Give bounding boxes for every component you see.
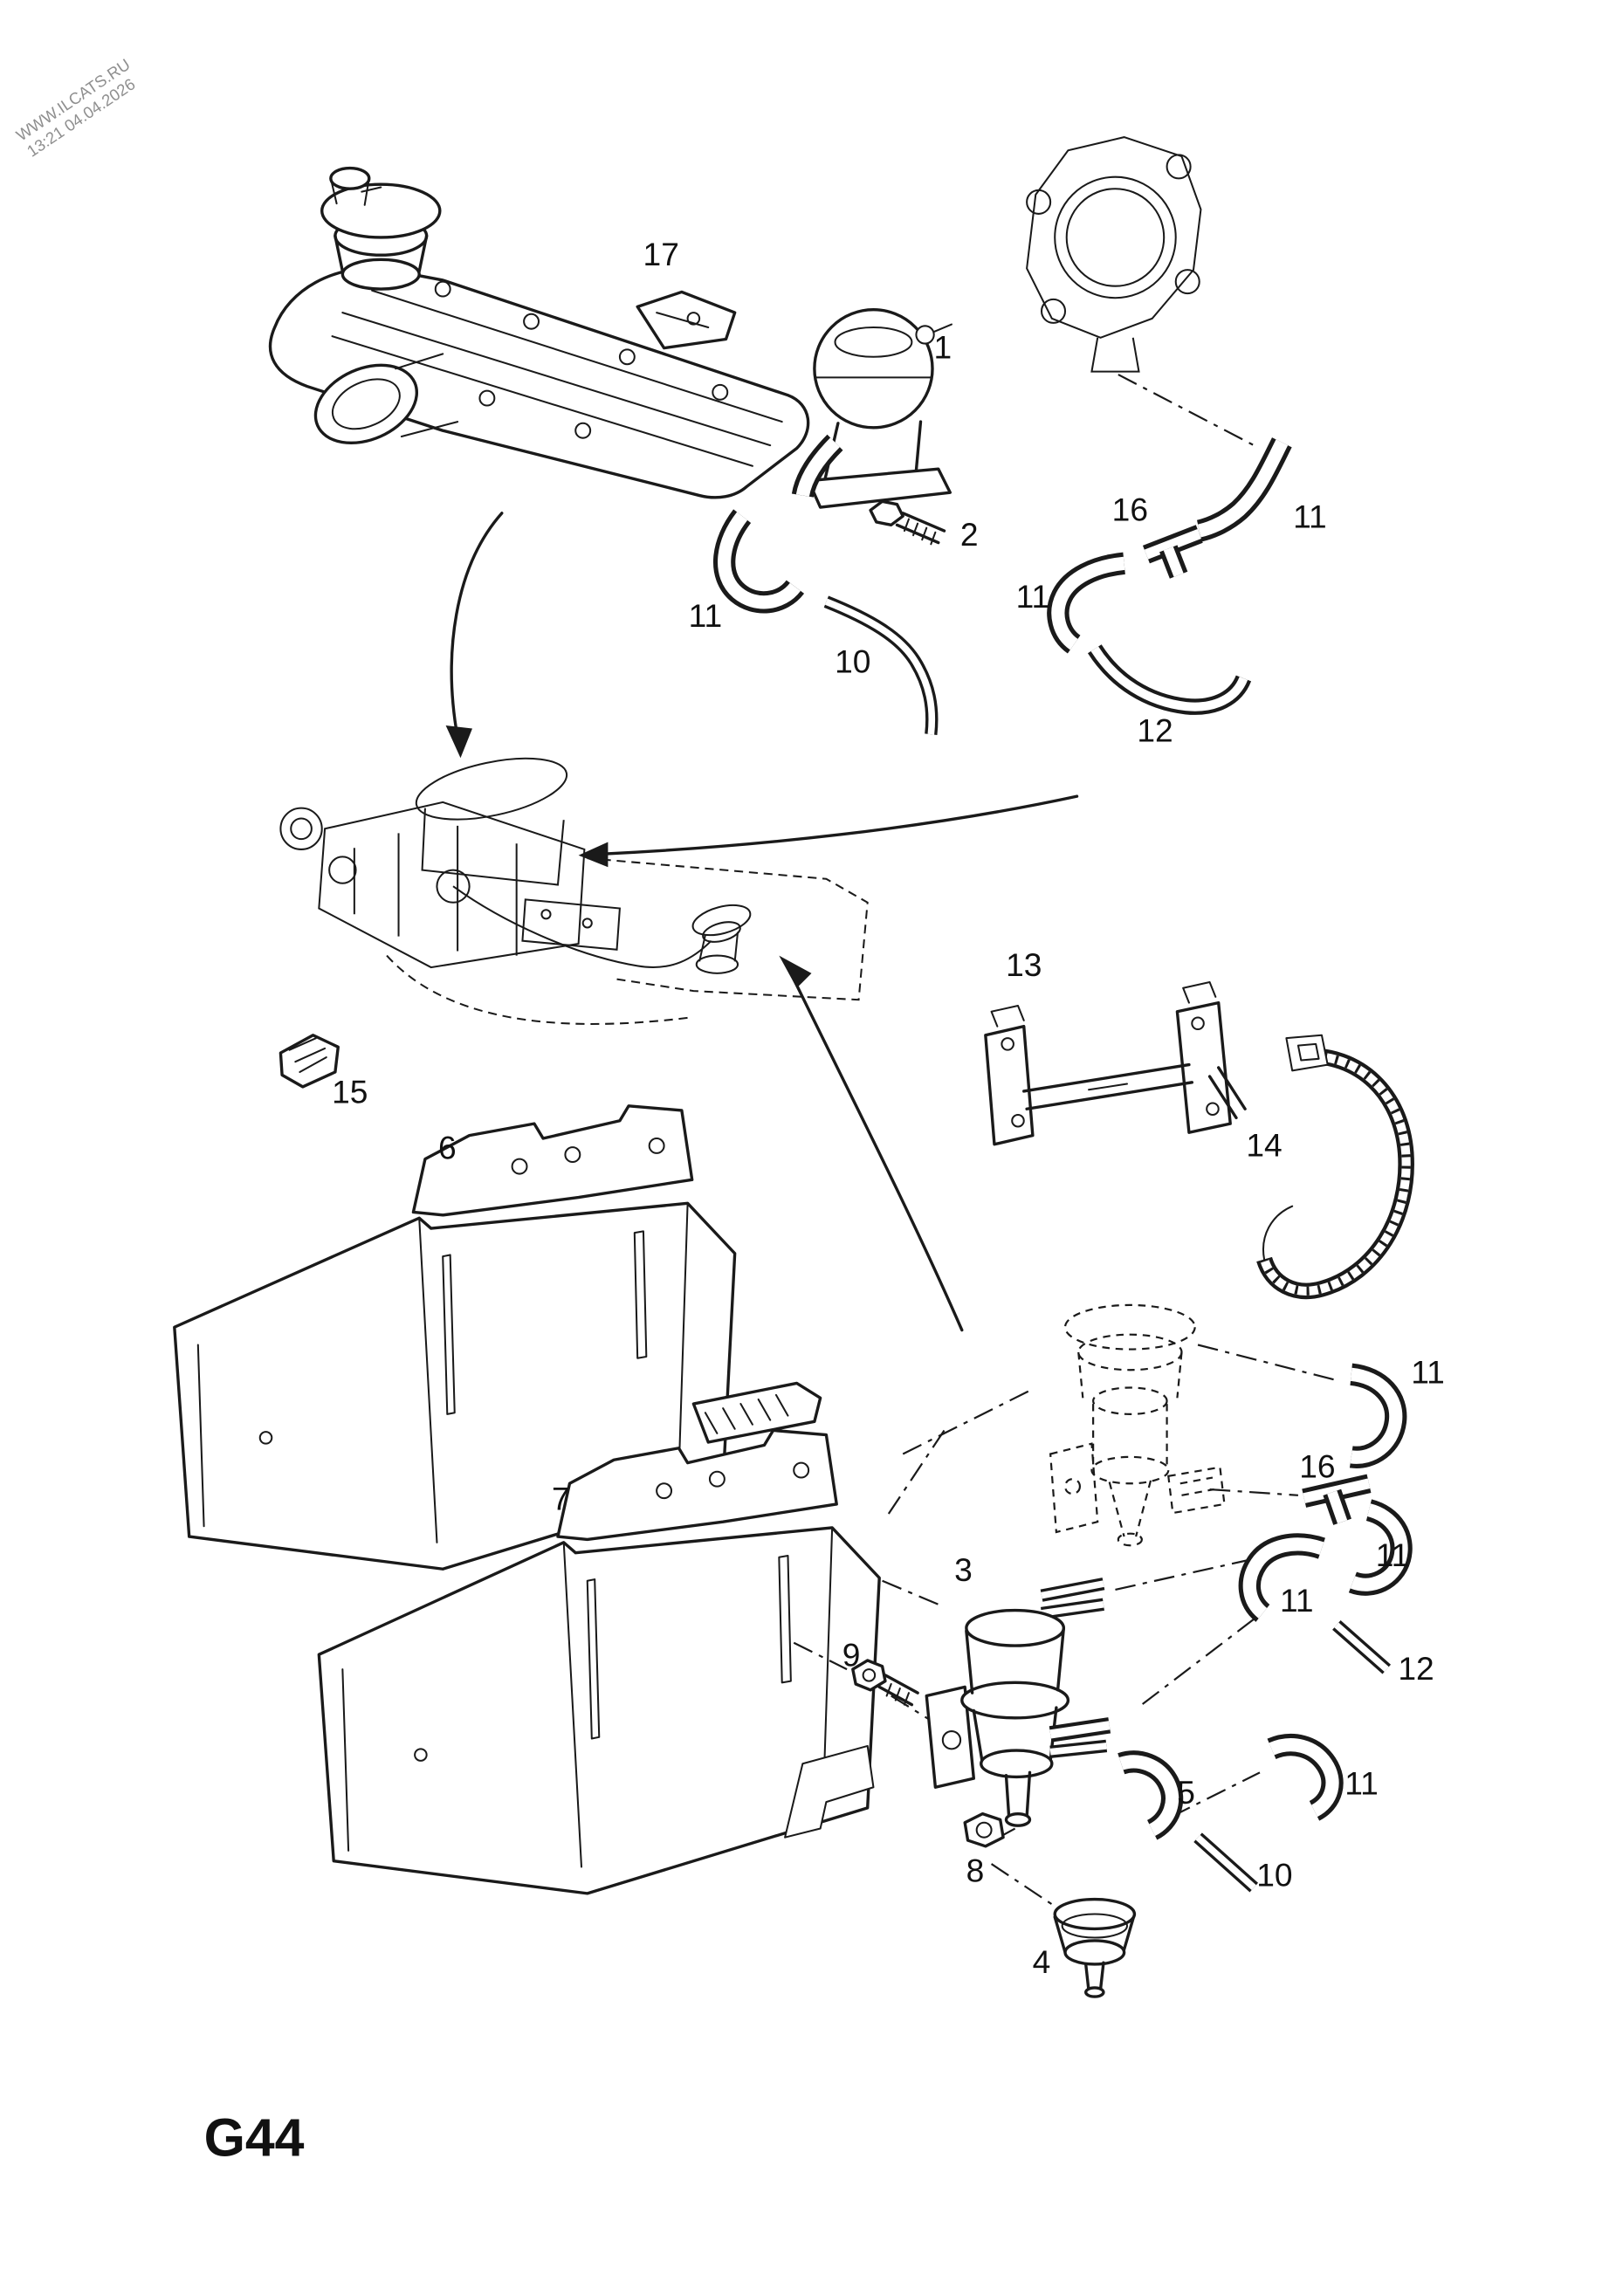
part-label-11d: 11: [1411, 1353, 1445, 1390]
vacuum-valve-1-drawing: [791, 308, 952, 509]
hose-10b-drawing: [1193, 1832, 1259, 1893]
bolt-9-drawing: [851, 1659, 919, 1707]
part-label-12b: 12: [1398, 1650, 1434, 1687]
hose-5-drawing: [1118, 1750, 1184, 1840]
part-label-13: 13: [1006, 946, 1042, 983]
hose-11b-drawing: [1196, 437, 1292, 542]
part-label-3: 3: [954, 1551, 973, 1588]
part-label-17: 17: [643, 236, 679, 272]
part-label-5: 5: [1177, 1774, 1195, 1811]
watermark: WWW.ILCATS.RU 13:21 04.04.2026: [13, 55, 139, 161]
part-label-11a: 11: [689, 597, 723, 634]
part-label-11e: 11: [1376, 1536, 1410, 1573]
part-label-7: 7: [552, 1481, 570, 1517]
part-label-1: 1: [933, 328, 952, 365]
part-label-10a: 10: [835, 643, 870, 679]
clip-15-drawing: [279, 1034, 340, 1089]
part-label-16b: 16: [1299, 1448, 1335, 1485]
callout-labels: 17 1 2 11 10 16 11 11 12 13 15 6 14 7 11…: [332, 236, 1445, 1980]
hose-12b-drawing: [1332, 1620, 1392, 1674]
bolt-2-drawing: [869, 499, 946, 546]
solenoid-valve-3-drawing: [925, 1578, 1111, 1827]
camshaft-cover-17-drawing: [268, 166, 810, 499]
part-label-14: 14: [1246, 1126, 1282, 1163]
heat-shield-7-drawing: [317, 1381, 881, 1895]
hose-11c-drawing: [1047, 552, 1126, 654]
part-label-10b: 10: [1256, 1856, 1292, 1893]
part-label-4: 4: [1033, 1943, 1051, 1980]
bracket-13-drawing: [984, 980, 1247, 1146]
part-label-2: 2: [960, 516, 979, 553]
part-label-11f: 11: [1280, 1582, 1314, 1619]
part-label-11g: 11: [1344, 1765, 1379, 1802]
part-label-15: 15: [332, 1073, 368, 1110]
part-label-11c: 11: [1016, 578, 1050, 615]
t-connector-16a-drawing: [1142, 525, 1203, 579]
part-label-8: 8: [966, 1852, 985, 1888]
construction-lines: [884, 374, 1338, 1818]
throttle-body-drawing: [1026, 136, 1202, 373]
hose-11d-drawing: [1349, 1363, 1407, 1468]
hose-11e-drawing: [1348, 1499, 1413, 1596]
cable-tie-14-drawing: [1256, 1034, 1414, 1300]
hose-12a-drawing: [1087, 644, 1252, 715]
engine-assembly-drawing: [279, 757, 869, 1025]
part-label-12a: 12: [1137, 712, 1173, 749]
nut-8-drawing: [963, 1811, 1005, 1848]
page-code: G44: [204, 2108, 305, 2168]
part-label-11b: 11: [1293, 498, 1327, 535]
hose-11a-drawing: [712, 509, 805, 614]
check-valve-4-drawing: [1053, 1897, 1137, 1998]
part-label-9: 9: [842, 1637, 861, 1674]
hose-11g-drawing: [1267, 1734, 1344, 1821]
part-label-16a: 16: [1112, 491, 1148, 527]
hose-10a-drawing: [823, 595, 939, 735]
t-connector-16b-drawing: [1302, 1474, 1372, 1525]
hose-11f-drawing: [1238, 1533, 1325, 1622]
part-label-6: 6: [438, 1130, 457, 1166]
valve-installed-ghost-drawing: [1049, 1303, 1226, 1547]
pointer-arrows: [445, 512, 1079, 1332]
